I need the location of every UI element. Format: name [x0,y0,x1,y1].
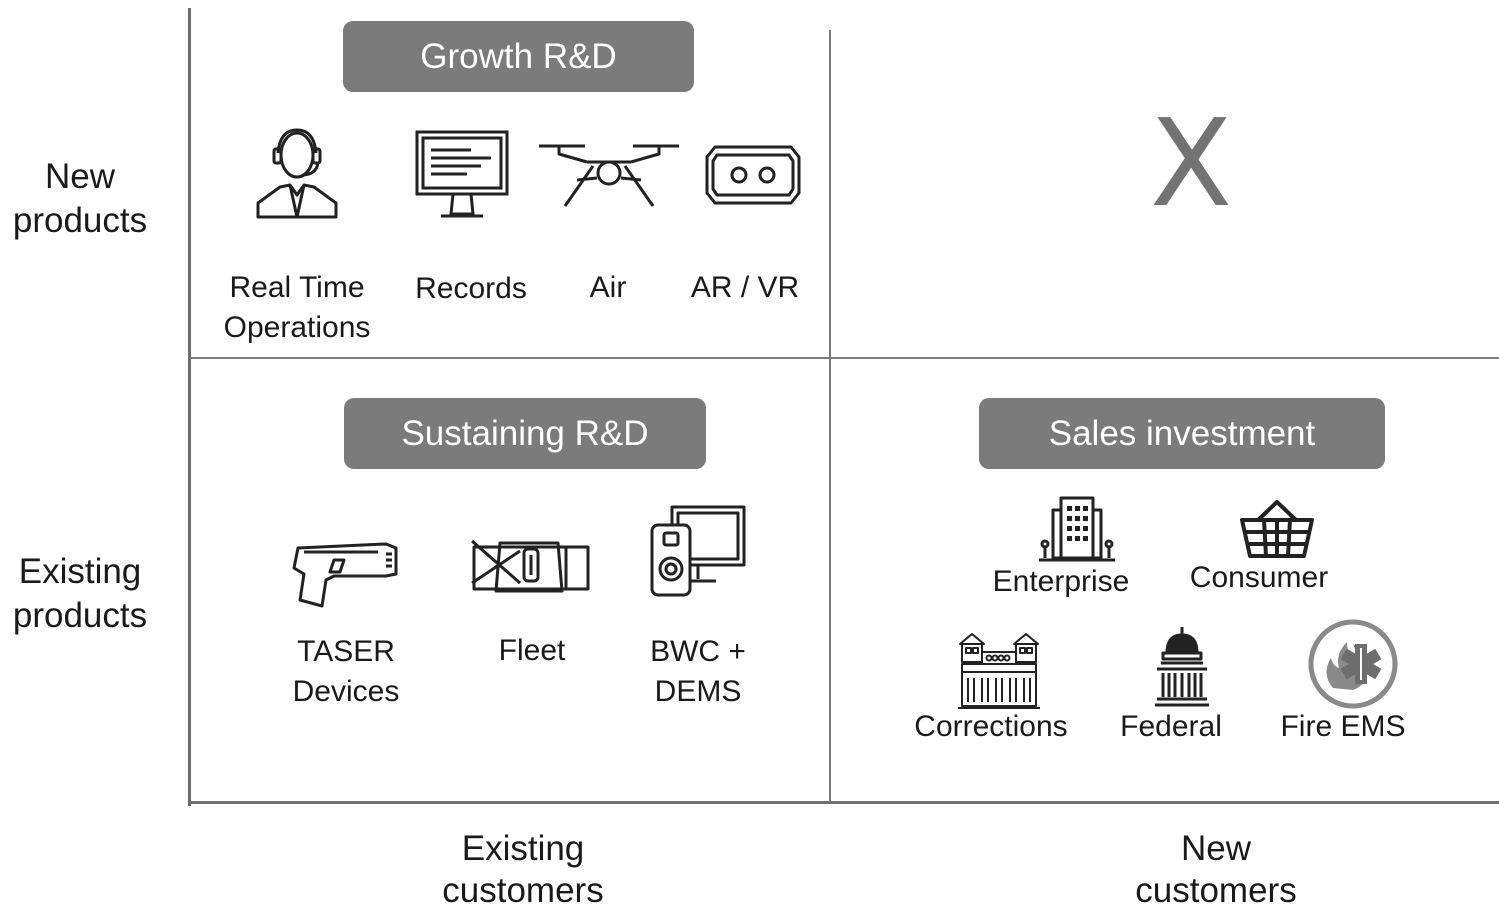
sustaining-item-label: TASER Devices [276,632,416,712]
capitol-icon [1155,627,1209,707]
x-mark: X [1150,95,1233,234]
sales-item-label: Enterprise [992,565,1130,598]
growth-rd-title: Growth R&D [343,21,694,92]
sustaining-item-label: Fleet [498,634,566,667]
quadrant-divider-horizontal [191,357,1499,359]
label-line: DEMS [654,675,742,708]
vr-headset-icon [705,145,801,205]
y-axis-line [188,8,191,806]
column-label-line: New [1180,829,1252,868]
column-label-line: Existing [461,829,585,868]
growth-item-label: AR / VR [690,271,800,304]
body-camera-monitor-icon [650,505,746,597]
sales-item-label: Corrections [914,710,1068,743]
label-line: Operations [223,311,371,344]
shopping-basket-icon [1240,500,1314,558]
row-label-new-products: New products [0,155,165,243]
label-line: BWC + [650,635,746,668]
dash-camera-icon [471,539,590,593]
sales-item-label: Federal [1120,710,1222,743]
column-label-existing-customers: Existing customers [373,828,673,912]
label-line: TASER [297,635,395,668]
row-label-line: products [12,201,148,240]
sales-investment-title: Sales investment [979,398,1385,469]
row-label-line: products [12,596,148,635]
label-line: Devices [292,675,400,708]
x-axis-line [188,801,1499,804]
taser-icon [292,542,398,608]
column-label-line: customers [442,871,604,910]
sustaining-rd-title: Sustaining R&D [344,398,706,469]
column-label-line: customers [1135,871,1297,910]
prison-icon [958,633,1040,709]
sales-item-label: Consumer [1189,561,1329,594]
sales-item-label: Fire EMS [1280,710,1406,743]
growth-item-label: Air [589,271,627,304]
column-label-new-customers: New customers [1066,828,1366,912]
label-line: Real Time [229,271,365,304]
sustaining-item-label: BWC + DEMS [628,632,768,712]
quadrant-divider-vertical [829,30,831,803]
growth-item-label: Records [415,272,527,305]
operator-headset-icon [256,128,338,219]
growth-item-label: Real Time Operations [217,268,377,348]
office-building-icon [1039,496,1115,562]
drone-icon [539,144,679,207]
row-label-existing-products: Existing products [0,550,165,638]
fire-ems-icon [1308,619,1398,709]
row-label-line: New [44,157,116,196]
monitor-icon [415,130,509,218]
row-label-line: Existing [18,552,142,591]
